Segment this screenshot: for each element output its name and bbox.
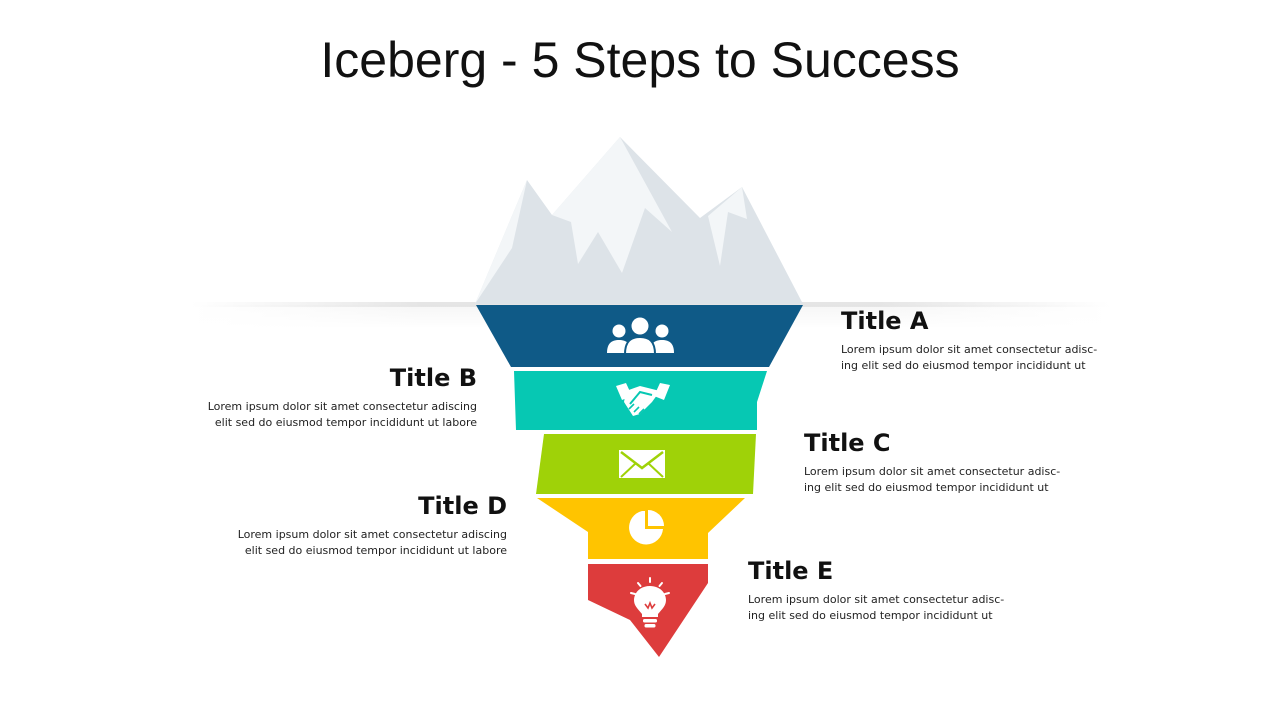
iceberg-tip [475, 137, 803, 304]
step-title: Title D [418, 492, 507, 520]
step-e-label: Title E Lorem ipsum dolor sit amet conse… [748, 556, 1048, 624]
step-description: Lorem ipsum dolor sit amet consectetur a… [804, 465, 1061, 494]
step-a-label: Title A Lorem ipsum dolor sit amet conse… [841, 306, 1141, 374]
step-d-label: Title D Lorem ipsum dolor sit amet conse… [190, 491, 507, 559]
envelope-icon [619, 450, 665, 478]
iceberg-snow-highlight [708, 187, 747, 266]
iceberg-snow-highlight [475, 180, 527, 304]
step-description: Lorem ipsum dolor sit amet consectetur a… [841, 343, 1098, 372]
step-title: Title B [389, 364, 477, 392]
step-description: Lorem ipsum dolor sit amet consectetur a… [207, 400, 477, 429]
pie-chart-icon [629, 510, 664, 545]
step-description: Lorem ipsum dolor sit amet consectetur a… [237, 528, 507, 557]
step-title: Title A [841, 307, 929, 335]
step-c-label: Title C Lorem ipsum dolor sit amet conse… [804, 428, 1104, 496]
lightbulb-icon [630, 577, 670, 628]
slide-title: Iceberg - 5 Steps to Success [320, 32, 960, 88]
layer-a [476, 305, 803, 367]
handshake-icon [616, 383, 670, 416]
step-b-label: Title B Lorem ipsum dolor sit amet conse… [160, 363, 477, 431]
step-description: Lorem ipsum dolor sit amet consectetur a… [748, 593, 1005, 622]
step-title: Title E [748, 557, 834, 585]
step-title: Title C [804, 429, 891, 457]
users-icon [607, 317, 674, 355]
iceberg-snow-highlight [552, 137, 672, 273]
